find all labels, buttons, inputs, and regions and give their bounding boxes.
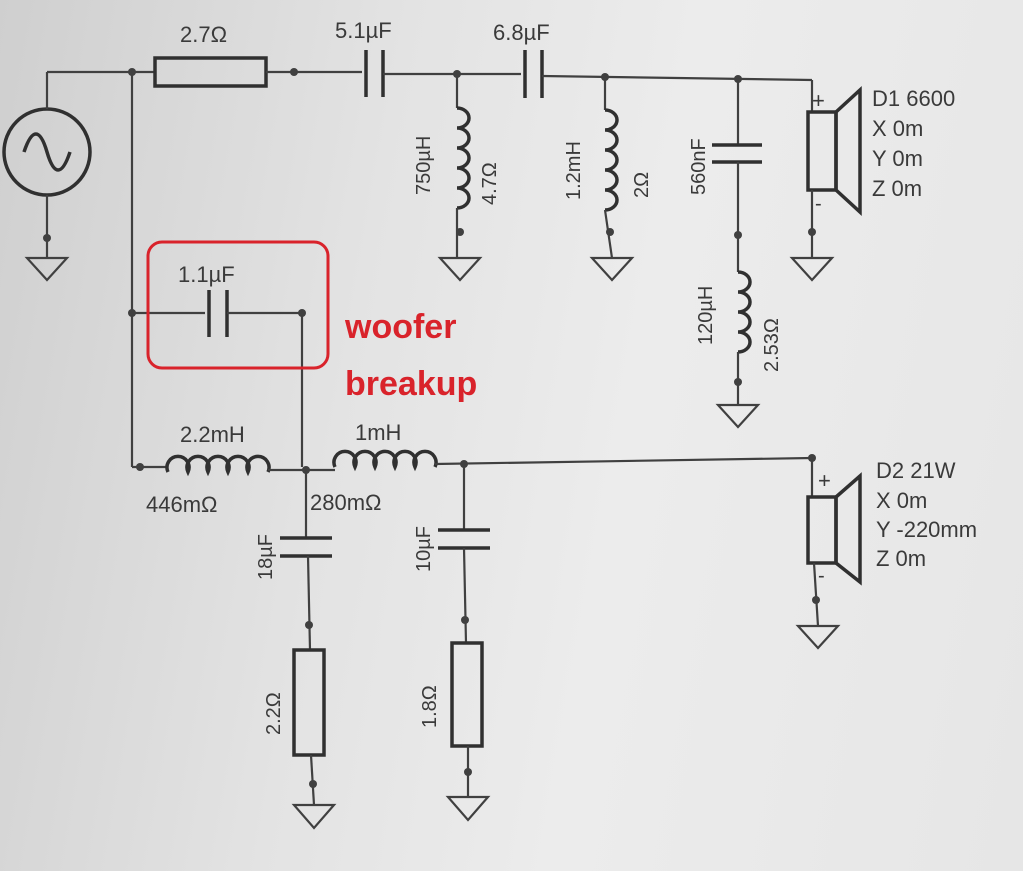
capacitor-10uf[interactable] <box>438 528 490 550</box>
wire <box>812 562 820 627</box>
annotation-line1: woofer <box>344 308 456 346</box>
capacitor-1-1uf-label: 1.1µF <box>178 262 235 287</box>
node-dot <box>606 228 614 236</box>
driver-d1-plus: + <box>812 88 825 113</box>
inductor-1-2mh-label: 1.2mH <box>563 141 585 200</box>
driver-d2-minus: - <box>818 565 825 587</box>
driver-d1-minus: - <box>815 193 822 215</box>
resistor-2-2-ohm[interactable] <box>292 648 326 757</box>
driver-d2-y: Y -220mm <box>876 517 977 542</box>
inductor-2-2mh[interactable] <box>165 454 271 477</box>
inductor-2-2mh-resistance: 446mΩ <box>146 492 217 517</box>
woofer-breakup-highlight-box <box>146 240 330 370</box>
ground-symbol <box>715 403 761 429</box>
inductor-750uh[interactable] <box>456 106 471 210</box>
node-dot <box>734 378 742 386</box>
driver-d1-speaker[interactable] <box>806 86 862 216</box>
capacitor-5-1uf[interactable] <box>364 50 385 97</box>
wire <box>309 754 316 806</box>
node-dot <box>812 596 820 604</box>
wire <box>541 74 813 82</box>
inductor-750uh-resistance: 4.7Ω <box>479 162 501 205</box>
ground-symbol <box>789 256 835 282</box>
ac-source[interactable] <box>2 107 92 197</box>
wire <box>306 555 312 651</box>
node-dot <box>461 616 469 624</box>
driver-d1-z: Z 0m <box>872 176 922 201</box>
capacitor-560nf[interactable] <box>712 143 762 164</box>
inductor-1-2mh[interactable] <box>604 108 619 212</box>
inductor-750uh-label: 750µH <box>413 136 435 195</box>
capacitor-5-1uf-label: 5.1µF <box>335 18 392 43</box>
driver-d2-plus: + <box>818 468 831 493</box>
inductor-120uh-label: 120µH <box>695 286 717 345</box>
driver-d2-z: Z 0m <box>876 546 926 571</box>
inductor-120uh-resistance: 2.53Ω <box>761 318 783 372</box>
driver-d1-x: X 0m <box>872 116 923 141</box>
node-dot <box>456 228 464 236</box>
resistor-2-7-label: 2.7Ω <box>180 22 227 47</box>
ground-symbol <box>24 238 70 282</box>
resistor-2-7-ohm[interactable] <box>153 56 268 88</box>
inductor-1mh-label: 1mH <box>355 420 401 445</box>
node-dot <box>808 228 816 236</box>
annotation-line2: breakup <box>345 365 477 403</box>
ground-symbol <box>437 256 483 282</box>
ground-symbol <box>291 803 337 830</box>
node-dot <box>290 68 298 76</box>
capacitor-6-8uf-label: 6.8µF <box>493 20 550 45</box>
capacitor-18uf[interactable] <box>280 536 332 558</box>
resistor-2-2-label: 2.2Ω <box>263 692 285 735</box>
capacitor-18uf-label: 18µF <box>255 534 277 580</box>
capacitor-1-1uf[interactable] <box>207 290 229 337</box>
driver-d2-speaker[interactable] <box>806 472 862 586</box>
ground-symbol <box>445 795 491 822</box>
node-dot <box>305 621 313 629</box>
capacitor-10uf-label: 10µF <box>413 526 435 572</box>
node-dot <box>464 768 472 776</box>
wire <box>462 547 468 644</box>
node-dot <box>734 231 742 239</box>
resistor-1-8-ohm[interactable] <box>450 641 484 748</box>
driver-d1-y: Y 0m <box>872 146 923 171</box>
driver-d2-name: D2 21W <box>876 458 956 483</box>
inductor-1mh[interactable] <box>332 449 438 472</box>
inductor-1mh-resistance: 280mΩ <box>310 490 381 515</box>
driver-d1-name: D1 6600 <box>872 86 955 111</box>
resistor-1-8-label: 1.8Ω <box>419 685 441 728</box>
inductor-120uh[interactable] <box>737 270 752 354</box>
node-dot <box>309 780 317 788</box>
capacitor-6-8uf[interactable] <box>523 50 544 98</box>
inductor-2-2mh-label: 2.2mH <box>180 422 245 447</box>
driver-d2-x: X 0m <box>876 488 927 513</box>
ground-symbol <box>589 256 635 282</box>
wire <box>434 456 813 466</box>
inductor-1-2mh-resistance: 2Ω <box>631 172 653 198</box>
capacitor-560nf-label: 560nF <box>688 138 710 195</box>
ground-symbol <box>795 624 841 650</box>
